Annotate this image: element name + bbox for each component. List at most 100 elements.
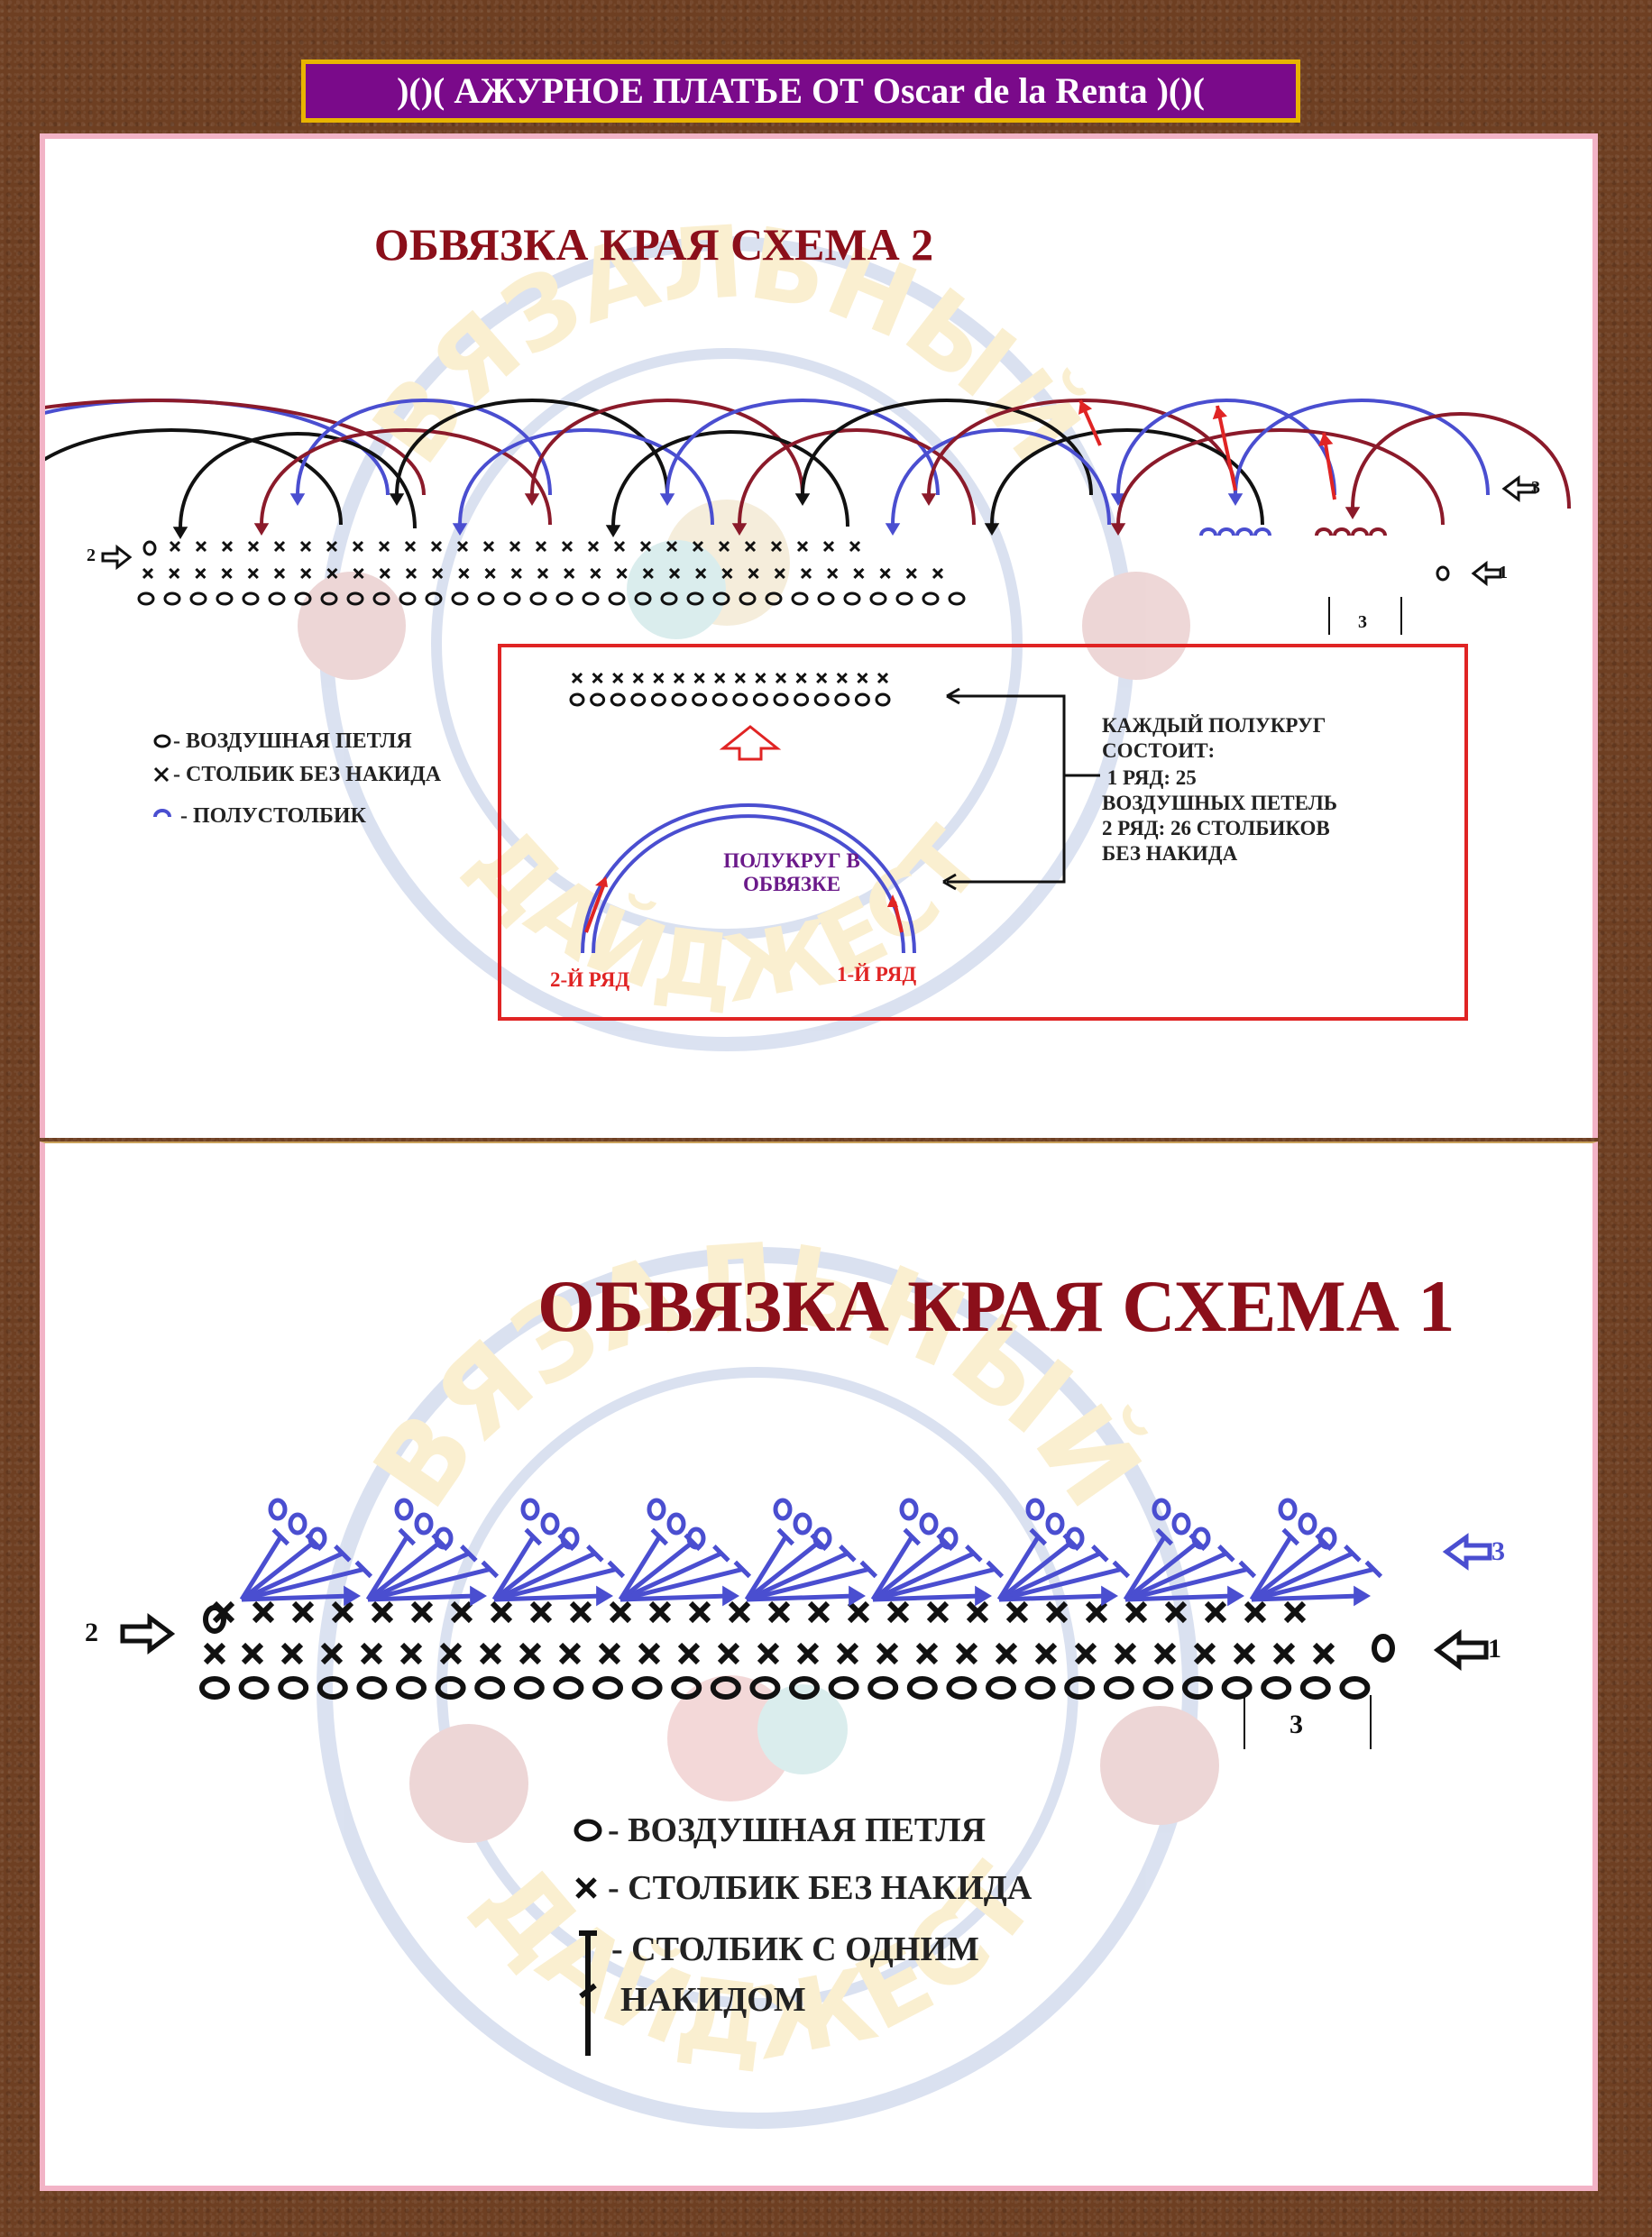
fan-arrow-line — [620, 1593, 730, 1602]
sc-stitch — [616, 567, 628, 580]
dc-stitch-bar — [607, 1560, 626, 1579]
sc-stitch — [571, 672, 583, 684]
chain-stitch — [1182, 1676, 1213, 1700]
legend1-dc-symbol — [579, 1930, 597, 2056]
dc-stitch — [620, 1567, 743, 1602]
scheme2-legend: - ВОЗДУШНАЯ ПЕТЛЯ - СТОЛБИК БЕЗ НАКИДА -… — [153, 729, 442, 828]
arrow-head — [731, 523, 748, 536]
sc-stitch — [352, 540, 364, 553]
sc-stitch — [587, 540, 600, 553]
arrow-head — [1227, 1585, 1244, 1607]
dc-stitch-bar — [903, 1527, 922, 1546]
sc-stitch — [796, 1642, 820, 1665]
sc-stitch — [966, 1600, 989, 1624]
chain-stitch — [647, 1498, 666, 1521]
dc-stitch — [492, 1551, 596, 1602]
chain-stitch — [513, 1676, 545, 1700]
chain-stitch — [294, 591, 312, 606]
dc-stitch-bar — [986, 1560, 1005, 1579]
semicircle-arc — [738, 428, 976, 526]
chain-stitch — [895, 591, 913, 606]
sc-stitch — [796, 540, 809, 553]
chain-stitch — [399, 591, 417, 606]
arrow-head — [1110, 523, 1126, 536]
sc-stitch — [609, 1600, 632, 1624]
sc-stitch — [1193, 1642, 1216, 1665]
arrow-head — [659, 493, 675, 506]
sc-stitch — [717, 1642, 740, 1665]
dc-stitch-bar — [1217, 1545, 1235, 1563]
chain-stitch — [199, 1676, 230, 1700]
chain-stitch — [1065, 1526, 1085, 1550]
arrow-head — [289, 493, 306, 506]
sc-stitch — [490, 1600, 513, 1624]
chain-stitch — [986, 1676, 1016, 1700]
sc-stitch — [653, 672, 665, 684]
sc-stitch — [432, 567, 444, 580]
sc-stitch — [816, 672, 828, 684]
semicircle-arc — [45, 399, 426, 496]
arrow-head — [253, 523, 270, 536]
sc-stitch — [744, 540, 757, 553]
sc-stitch — [203, 1642, 226, 1665]
semicircle-arc — [530, 399, 804, 496]
sc-stitch — [291, 1600, 315, 1624]
chain-stitch — [317, 1676, 348, 1700]
sc-stitch — [252, 1600, 275, 1624]
sc-stitch — [169, 567, 180, 580]
chain-stitch — [278, 1676, 309, 1700]
sc-stitch — [430, 540, 443, 553]
dc-stitch — [618, 1536, 662, 1601]
chain-stitch — [791, 591, 809, 606]
sc-stitch — [247, 567, 259, 580]
sc-stitch — [857, 672, 868, 684]
sc-stitch — [1244, 1600, 1267, 1624]
dc-stitch — [870, 1536, 914, 1601]
chain-stitch — [474, 1676, 506, 1700]
dc-stitch — [745, 1540, 821, 1601]
sc-stitch — [648, 1600, 672, 1624]
chain-stitch — [752, 692, 768, 707]
chain-stitch — [686, 1526, 706, 1550]
dc-stitch — [746, 1567, 869, 1602]
chain-stitch — [773, 1498, 793, 1521]
dc-stitch — [239, 1536, 283, 1601]
chain-stitch — [435, 1676, 466, 1700]
chain-stitch — [1261, 1676, 1292, 1700]
chain-stitch — [477, 591, 495, 606]
chain-stitch — [608, 591, 626, 606]
chain-stitch — [739, 591, 757, 606]
arrow-head — [596, 1585, 613, 1607]
sc-stitch — [142, 567, 154, 580]
sc-stitch — [458, 567, 470, 580]
dc-stitch-bar — [481, 1560, 500, 1579]
sc-stitch — [479, 1642, 502, 1665]
sc-stitch — [353, 567, 364, 580]
chain-stitch — [242, 591, 260, 606]
sc-stitch — [728, 1600, 751, 1624]
chain-stitch — [686, 591, 704, 606]
sc-stitch — [1233, 1642, 1256, 1665]
legend1-sc-label: - СТОЛБИК БЕЗ НАКИДА — [608, 1869, 1032, 1907]
chain-stitch — [828, 1676, 859, 1700]
chain-stitch — [1025, 1498, 1045, 1521]
sc-stitch — [836, 1642, 859, 1665]
sc-stitch — [569, 1600, 592, 1624]
semicircle-arc — [45, 399, 390, 496]
dc-stitch-bar — [524, 1527, 543, 1546]
scheme1-diagram: ВЯЗАЛЬНЫЙ ДАЙДЖЕСТ ОБВЯЗКА КРАЯ СХЕМА 1 … — [85, 1221, 1505, 2129]
sc-stitch — [849, 540, 861, 553]
chain-stitch — [1191, 1526, 1211, 1550]
chain-stitch — [710, 1676, 741, 1700]
sc-stitch — [247, 540, 260, 553]
semicircle-arc — [179, 432, 417, 529]
sc-stitch — [439, 1642, 463, 1665]
scheme1-row2-arrow — [120, 1613, 176, 1655]
sc-stitch — [836, 672, 848, 684]
chain-stitch — [1221, 1676, 1253, 1700]
sc-stitch — [195, 540, 207, 553]
semicircle-arc — [665, 399, 940, 496]
dc-stitch-bar — [1091, 1545, 1109, 1563]
sc-stitch — [775, 672, 787, 684]
dc-stitch-bar — [859, 1560, 878, 1579]
